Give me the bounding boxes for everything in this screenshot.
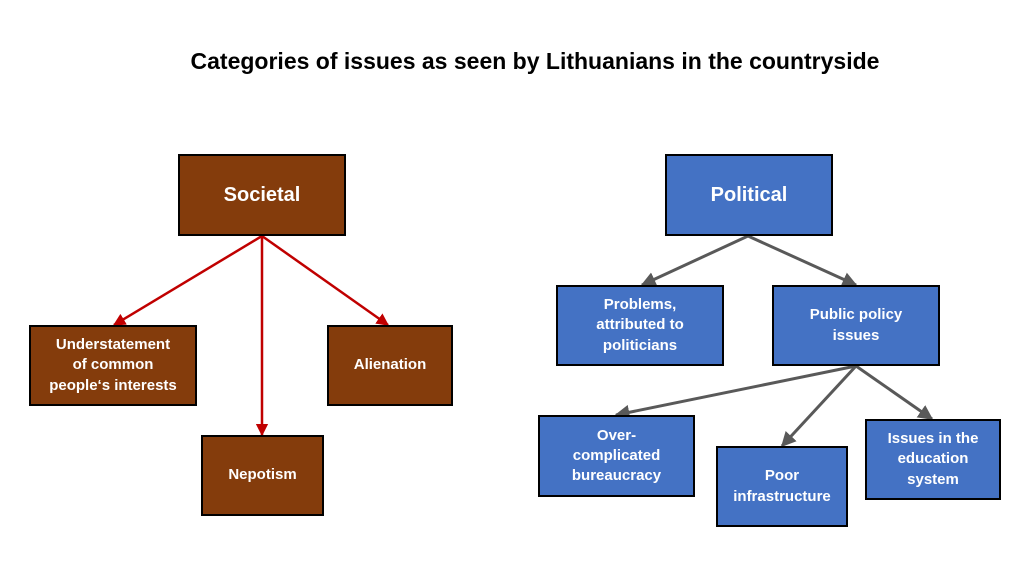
- node-bureaucracy: Over- complicated bureaucracy: [538, 415, 695, 497]
- node-education: Issues in the education system: [865, 419, 1001, 500]
- node-understatement: Understatement of common people‘s intere…: [29, 325, 197, 406]
- arrow-policy-to-infrastructure: [780, 364, 858, 448]
- arrow-political-to-public-policy: [747, 234, 858, 287]
- arrow-policy-to-bureaucracy: [614, 364, 857, 420]
- node-political: Political: [665, 154, 833, 236]
- arrow-societal-to-understatement: [112, 234, 263, 327]
- arrow-societal-to-alienation: [261, 234, 390, 327]
- arrow-political-to-problems: [640, 234, 749, 287]
- node-alienation: Alienation: [327, 325, 453, 406]
- arrow-policy-to-education: [855, 364, 934, 421]
- node-problems: Problems, attributed to politicians: [556, 285, 724, 366]
- diagram-title: Categories of issues as seen by Lithuani…: [190, 48, 880, 74]
- node-nepotism: Nepotism: [201, 435, 324, 516]
- node-public-policy: Public policy issues: [772, 285, 940, 366]
- node-infrastructure: Poor infrastructure: [716, 446, 848, 527]
- node-societal: Societal: [178, 154, 346, 236]
